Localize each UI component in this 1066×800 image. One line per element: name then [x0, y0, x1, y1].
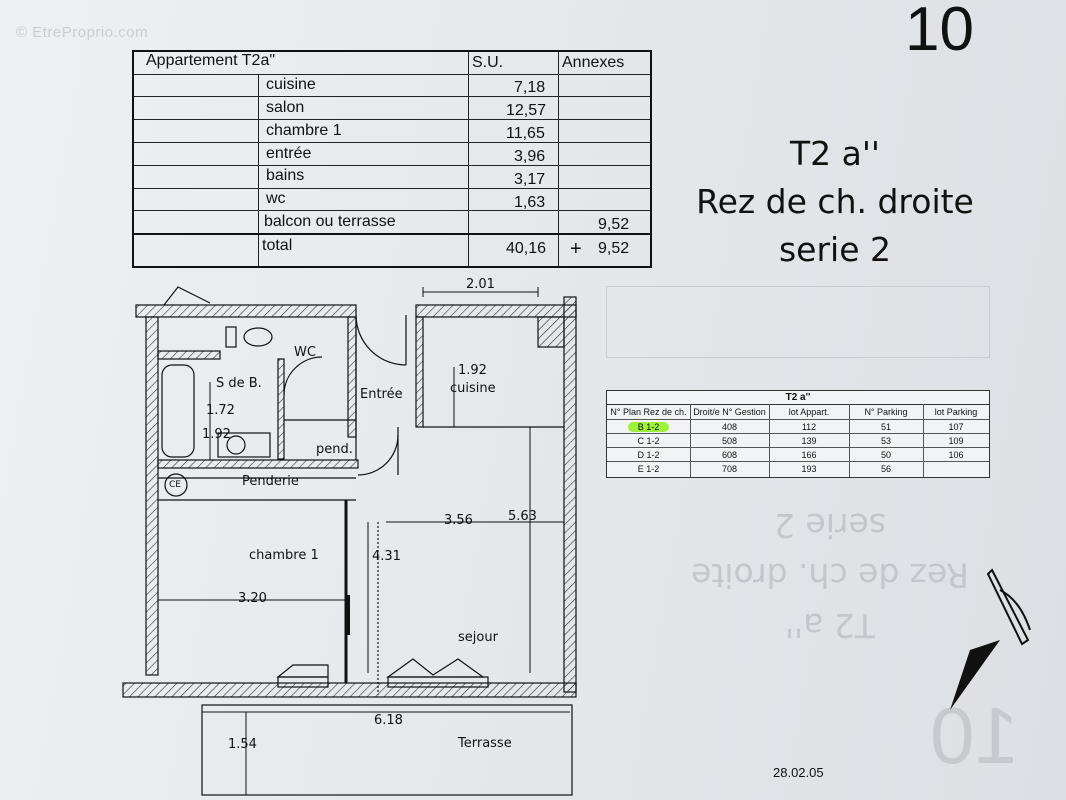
lot-table-caption: T2 a'' [607, 391, 989, 405]
lot-cell: 166 [801, 450, 817, 460]
room-label-bedroom: chambre 1 [249, 548, 319, 563]
dimension-label: 6.18 [374, 713, 403, 728]
row-room: entrée [266, 145, 312, 162]
lot-cell: 112 [801, 422, 817, 432]
page-number: 10 [905, 0, 974, 64]
row-su: 3,96 [514, 148, 546, 165]
room-label-wardrobe: Penderie [242, 474, 299, 489]
row-room: bains [266, 167, 305, 184]
lot-cell: E 1-2 [637, 464, 660, 474]
dimension-label: 1.54 [228, 737, 257, 752]
dimension-label: 1.92 [202, 427, 231, 442]
walls [122, 296, 577, 698]
header-su: S.U. [472, 54, 504, 71]
bleed-through-table [606, 286, 990, 358]
total-plus: + [570, 238, 582, 260]
dimension-label: 5.63 [508, 509, 537, 524]
lot-header: Droit/e N° Gestion [693, 407, 766, 417]
lot-header: N° Parking [864, 407, 908, 417]
room-label-bathroom: S de B. [216, 376, 262, 391]
row-su: 7,18 [514, 79, 546, 96]
lot-cell: 193 [801, 464, 817, 474]
document-date: 28.02.05 [773, 765, 824, 780]
lot-cell: 139 [801, 436, 817, 446]
interior-lines [158, 286, 573, 796]
lot-cell: 53 [880, 436, 891, 446]
lot-cell: D 1-2 [637, 450, 660, 460]
title-series: serie 2 [778, 230, 892, 269]
room-label-entrance: Entrée [360, 387, 403, 402]
row-room: salon [266, 99, 305, 116]
watermark: © EtreProprio.com [16, 24, 149, 41]
lot-cell: 508 [721, 436, 738, 446]
lot-header: N° Plan Rez de ch. [610, 407, 687, 417]
total-su: 40,16 [506, 240, 547, 257]
room-label-living: sejour [458, 630, 498, 645]
dimension-label: 1.72 [206, 403, 235, 418]
row-su: 1,63 [514, 194, 546, 211]
lot-header: lot Parking [934, 407, 978, 417]
room-label-kitchen: cuisine [450, 381, 496, 396]
header-annexes: Annexes [562, 54, 625, 71]
row-room: cuisine [266, 76, 316, 93]
row-room: chambre 1 [266, 122, 342, 139]
row-annexes: 9,52 [598, 216, 630, 233]
floor-plan: WC S de B. Entrée cuisine pend. Penderie… [118, 275, 588, 800]
lot-table: T2 a'' N° Plan Rez de ch. Droit/e N° Ges… [606, 390, 990, 478]
total-label: total [262, 237, 293, 254]
lot-cell: 107 [948, 422, 964, 432]
lot-cell: 608 [721, 450, 738, 460]
dimension-label: 2.01 [466, 277, 495, 292]
row-su: 12,57 [506, 102, 547, 119]
lot-cell: 708 [721, 464, 738, 474]
lot-cell: 56 [880, 464, 891, 474]
lot-cell: 109 [948, 436, 964, 446]
surface-table: Appartement T2a" S.U. Annexes cuisine 7,… [132, 50, 652, 268]
dimension-label: 1.92 [458, 363, 487, 378]
water-heater-label: CE [169, 480, 181, 490]
dimension-lines [158, 287, 570, 795]
room-label-terrace: Terrasse [458, 736, 512, 751]
lot-row-b-plan: B 1-2 [607, 421, 690, 433]
lot-cell: 51 [880, 422, 891, 432]
title-floor: Rez de ch. droite [696, 182, 974, 221]
room-label-closet: pend. [316, 442, 353, 457]
row-room: balcon ou terrasse [264, 213, 396, 230]
row-su: 3,17 [514, 171, 546, 188]
dimension-label: 3.56 [444, 513, 473, 528]
lot-cell: C 1-2 [637, 436, 660, 446]
dimension-label: 3.20 [238, 591, 267, 606]
dimension-label: 4.31 [372, 549, 401, 564]
lot-cell: 106 [948, 450, 964, 460]
title-type: T2 a'' [789, 134, 880, 173]
header-apartment: Appartement T2a" [146, 52, 276, 69]
row-su: 11,65 [506, 125, 545, 142]
lot-cell: 408 [721, 422, 738, 432]
room-label-wc: WC [294, 345, 316, 360]
row-room: wc [266, 190, 286, 207]
pen-logo-icon [950, 568, 1031, 710]
lot-cell: 50 [880, 450, 891, 460]
floor-plan-drawing [122, 286, 577, 796]
lot-header: lot Appart. [788, 407, 830, 417]
total-annexes: 9,52 [598, 240, 630, 257]
apartment-title: T2 a'' Rez de ch. droite serie 2 [650, 130, 1020, 274]
